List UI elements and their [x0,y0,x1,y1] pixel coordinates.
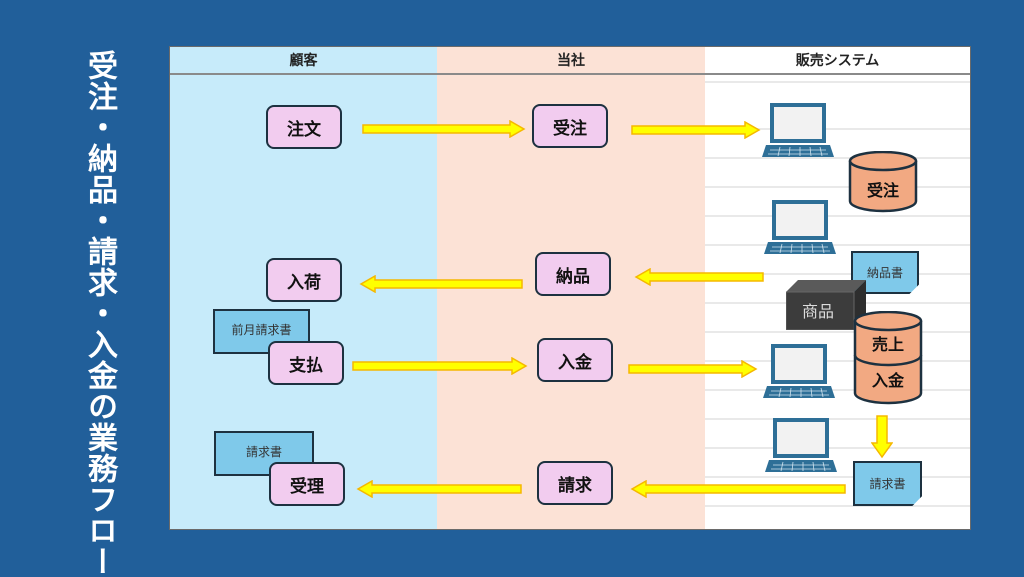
laptop-icon [762,101,834,159]
laptop-icon [763,342,835,400]
node-customer-receive-invoice[interactable]: 受理 [269,462,345,506]
database-label: 受注 [866,181,899,200]
arrow-billing-to-receive-invoice [356,480,522,498]
lane-header-company: 当社 [437,47,705,75]
arrow-order-to-received [362,120,526,138]
arrow-payment-to-system [628,360,758,378]
database-cylinder-icon [853,310,923,405]
database-sales-payments[interactable]: 売上 入金 [853,310,923,405]
arrow-invoice-to-billing [630,480,846,498]
database-cylinder-icon [848,150,918,213]
document-delivery-note[interactable]: 納品書 [851,251,919,294]
laptop-icon [765,416,837,474]
document-label: 請求書 [245,445,282,459]
box-icon [785,280,866,331]
document-label: 前月請求書 [231,323,292,337]
lane-header-customer: 顧客 [170,47,437,75]
lane-header-system: 販売システム [705,47,970,75]
node-customer-order[interactable]: 注文 [266,105,342,149]
arrow-system-to-delivery [634,268,764,286]
goods-box-label: 商品 [801,302,834,321]
database-orders[interactable]: 受注 [848,150,918,213]
database-label-payments: 入金 [871,371,904,390]
database-label-sales: 売上 [871,335,904,354]
arrow-payment-to-received [352,357,528,375]
node-company-payment-received[interactable]: 入金 [537,338,613,382]
document-label: 納品書 [866,266,903,280]
node-customer-receive-goods[interactable]: 入荷 [266,258,342,302]
document-system-invoice[interactable]: 請求書 [853,461,922,506]
node-company-billing[interactable]: 請求 [537,461,613,505]
arrow-delivery-to-receive-goods [359,275,523,293]
goods-box: 商品 [785,280,866,331]
arrow-sales-to-invoice [871,415,893,459]
arrow-received-to-system [631,121,761,139]
node-company-delivery[interactable]: 納品 [535,252,611,296]
laptop-icon [764,198,836,256]
node-customer-payment[interactable]: 支払 [268,341,344,385]
node-company-order-received[interactable]: 受注 [532,104,608,148]
document-label: 請求書 [869,477,906,491]
page-title: 受注・納品・請求・入金の業務フロー [82,50,117,577]
